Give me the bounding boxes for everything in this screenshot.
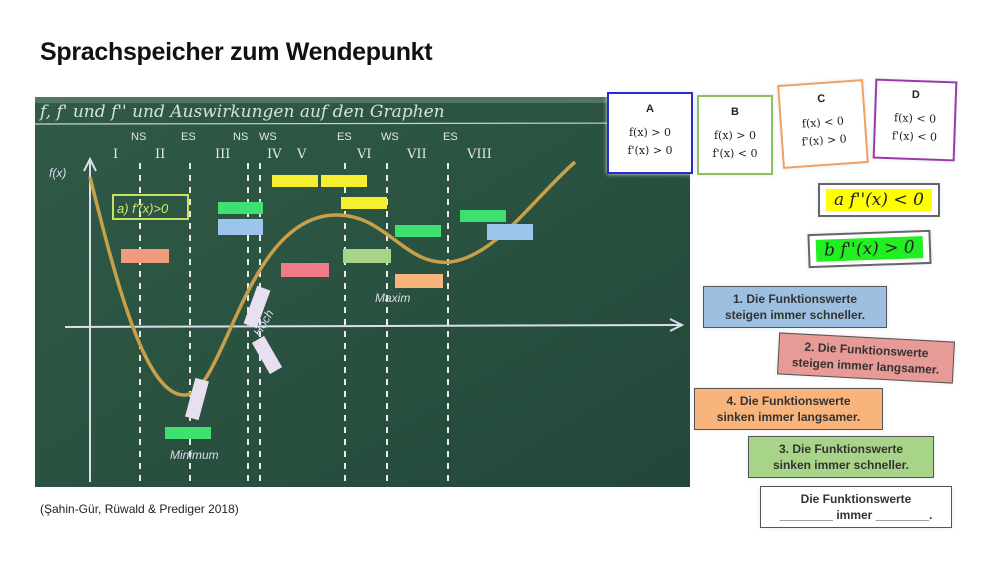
svg-text:VI: VI <box>356 147 372 162</box>
board-heading: f, f' und f'' und Auswirkungen auf den G… <box>38 102 445 122</box>
svg-text:NS: NS <box>131 131 146 143</box>
svg-text:II: II <box>155 147 165 162</box>
svg-text:V: V <box>296 147 307 162</box>
svg-text:IV: IV <box>267 147 282 162</box>
svg-text:ES: ES <box>181 131 196 143</box>
svg-text:VII: VII <box>406 147 427 162</box>
svg-text:VIII: VIII <box>466 147 492 162</box>
point-labels: NS ES NS WS ES WS ES <box>131 131 458 143</box>
svg-text:ES: ES <box>443 131 458 143</box>
function-graph <box>88 160 577 397</box>
card-label: b f''(x) > 0 <box>815 236 924 262</box>
second-derivative-card-b[interactable]: b f''(x) > 0 <box>807 229 932 269</box>
strip-line: 3. Die Funktionswerte <box>778 442 904 456</box>
svg-text:III: III <box>215 147 230 162</box>
strip-4[interactable]: 4. Die Funktionswerte sinken immer langsa… <box>694 388 883 430</box>
svg-text:NS: NS <box>233 131 248 143</box>
card-letter: A <box>646 103 654 115</box>
card-line: f'(x) < 0 <box>712 147 758 160</box>
strip-line: Die Funktionswerte <box>800 492 912 506</box>
strip-line: ________ immer ________. <box>779 508 933 522</box>
chalk-word: Maxim <box>375 291 410 305</box>
strip-3[interactable]: 3. Die Funktionswerte sinken immer schnel… <box>748 436 934 478</box>
board-background <box>35 97 690 487</box>
card-letter: C <box>816 92 826 106</box>
strip-line: sinken immer schneller. <box>772 458 910 472</box>
strip-1[interactable]: 1. Die Funktionswerte steigen immer schne… <box>703 286 887 328</box>
citation: (Şahin-Gür, Rüwald & Prediger 2018) <box>40 502 239 516</box>
card-d[interactable]: D f(x) < 0 f'(x) < 0 <box>872 78 958 162</box>
page-title: Sprachspeicher zum Wendepunkt <box>40 38 433 66</box>
svg-text:WS: WS <box>259 131 277 143</box>
card-line: f(x) > 0 <box>628 126 672 139</box>
strip-line: steigen immer schneller. <box>724 308 866 322</box>
card-letter: B <box>731 106 739 118</box>
second-derivative-card-a[interactable]: a f''(x) < 0 <box>818 183 940 217</box>
strip-line: 1. Die Funktionswerte <box>732 292 858 306</box>
card-a[interactable]: A f(x) > 0 f'(x) > 0 <box>607 92 693 174</box>
strip-template[interactable]: Die Funktionswerte ________ immer _______… <box>760 486 952 528</box>
card-c[interactable]: C f(x) < 0 f'(x) > 0 <box>777 79 869 169</box>
card-letter: D <box>911 88 921 102</box>
card-line: f(x) > 0 <box>713 129 757 142</box>
card-label: a f''(x) < 0 <box>826 189 932 211</box>
x-axis <box>64 324 681 328</box>
boxed-note: a) f'(x)>0 <box>117 201 169 216</box>
card-line: f'(x) > 0 <box>627 144 673 157</box>
card-line: f'(x) < 0 <box>891 129 938 144</box>
chalk-word: Minimum <box>170 448 219 462</box>
chalkboard-photo: f, f' und f'' und Auswirkungen auf den G… <box>35 97 690 487</box>
strip-line: sinken immer langsamer. <box>716 410 861 424</box>
svg-text:ES: ES <box>337 131 352 143</box>
pinned-cards <box>121 175 533 439</box>
card-b[interactable]: B f(x) > 0 f'(x) < 0 <box>697 95 773 175</box>
svg-text:I: I <box>113 147 118 162</box>
strip-line: 4. Die Funktionswerte <box>726 394 851 408</box>
svg-text:WS: WS <box>381 131 399 143</box>
axis-label: f(x) <box>49 166 66 180</box>
